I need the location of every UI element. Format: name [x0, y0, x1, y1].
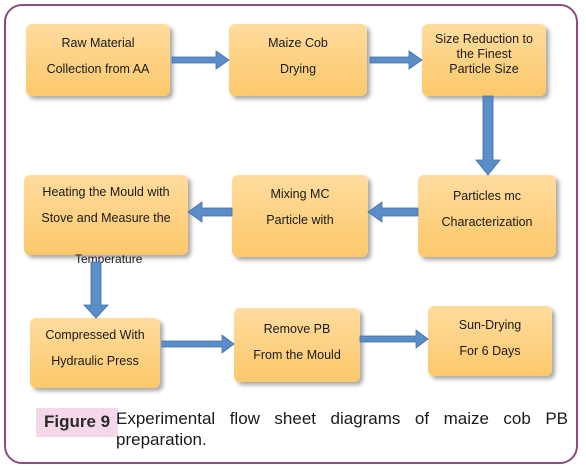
arrow-right	[359, 329, 429, 349]
arrow-right	[161, 334, 235, 354]
step-line: Remove PB	[263, 322, 331, 336]
arrow-right	[171, 50, 230, 70]
step-mixing-mc: Mixing MC Particle with	[232, 175, 368, 257]
step-line: Particle Size	[449, 62, 519, 76]
step-line: Particle with	[266, 213, 334, 227]
step-line: Sun-Drying	[458, 318, 522, 332]
step-sun-drying: Sun-Drying For 6 Days	[428, 306, 552, 376]
step-particles-characterization: Particles mc Characterization	[418, 175, 556, 257]
arrow-left	[367, 201, 419, 223]
arrow-right	[369, 50, 423, 70]
step-line: Hydraulic Press	[51, 354, 139, 368]
step-heating-mould: Heating the Mould with Stove and Measure…	[24, 175, 188, 255]
step-line: Characterization	[441, 215, 533, 229]
step-raw-material-collection: Raw Material Collection from AA	[26, 24, 170, 96]
step-size-reduction: Size Reduction to the Finest Particle Si…	[422, 24, 546, 96]
step-remove-pb: Remove PB From the Mould	[234, 308, 360, 382]
step-line: Drying	[279, 62, 317, 76]
step-line: Stove and Measure the	[41, 211, 171, 225]
step-compressed-hydraulic: Compressed With Hydraulic Press	[30, 318, 160, 388]
step-line: Particles mc	[452, 189, 522, 203]
step-maize-cob-drying: Maize Cob Drying	[229, 24, 367, 96]
figure-frame	[4, 4, 578, 464]
arrow-down	[83, 261, 109, 319]
figure-label: Figure 9	[36, 408, 119, 437]
step-line: Size Reduction to	[435, 32, 533, 46]
step-line: Raw Material	[61, 36, 135, 50]
step-line: Maize Cob	[268, 36, 328, 50]
step-line: Mixing MC	[270, 187, 330, 201]
step-line: the Finest	[456, 47, 512, 61]
arrow-left	[187, 201, 233, 223]
step-line: From the Mould	[253, 348, 341, 362]
figure-caption-text: Experimental flow sheet diagrams of maiz…	[116, 409, 568, 449]
step-line: Collection from AA	[46, 62, 150, 76]
step-line: Compressed With	[45, 328, 145, 342]
step-line: For 6 Days	[459, 344, 521, 358]
arrow-down	[475, 95, 501, 176]
step-line: Heating the Mould with	[42, 185, 170, 199]
